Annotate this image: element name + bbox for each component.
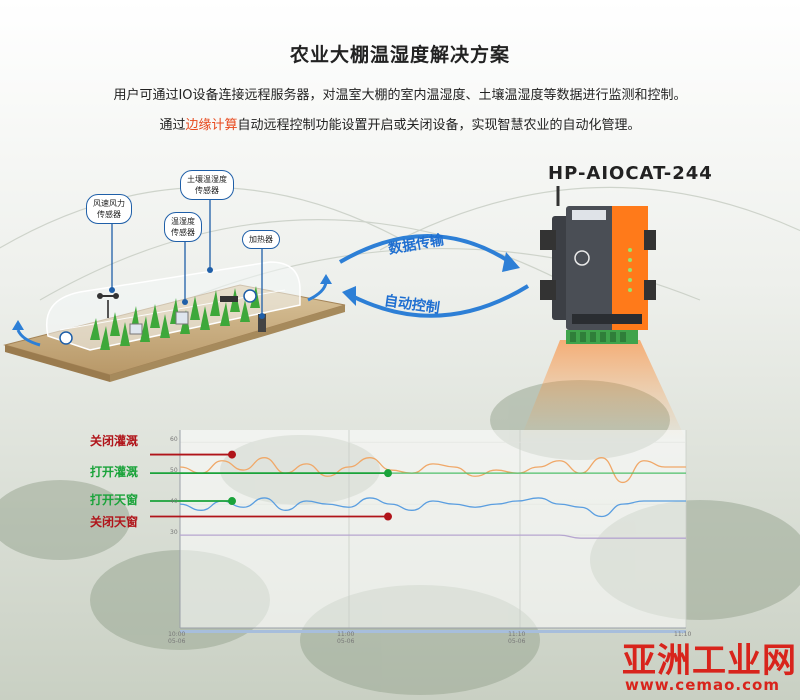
close-window-label: 关闭天窗 xyxy=(90,515,139,529)
y-tick-0: 60 xyxy=(170,436,178,443)
description-line1: 用户可通过IO设备连接远程服务器，对温室大棚的室内温湿度、土壤温湿度等数据进行监… xyxy=(113,88,687,103)
y-tick-2: 40 xyxy=(170,498,178,505)
temp-hum-sensor-callout: 温湿度 传感器 xyxy=(164,212,202,242)
x-tick-3: 11:10 xyxy=(674,631,692,638)
threshold-point-open_window xyxy=(228,497,236,506)
watermark-brand: 亚洲工业网 xyxy=(622,641,797,681)
threshold-point-close_irrigation xyxy=(228,450,236,459)
x-tick-0: 10:00 05-06 xyxy=(168,631,186,645)
series-line-2 xyxy=(180,534,686,539)
line2-prefix: 通过 xyxy=(159,118,186,133)
threshold-point-close_window xyxy=(384,512,392,521)
range-scrollbar xyxy=(180,630,686,633)
series-line-1 xyxy=(179,497,686,518)
open-irrigation-label: 打开灌溉 xyxy=(90,465,139,479)
watermark-url: www.cemao.com xyxy=(625,676,780,694)
line2-highlight: 边缘计算 xyxy=(185,118,238,133)
description-line2: 通过边缘计算自动远程控制功能设置开启或关闭设备，实现智慧农业的自动化管理。 xyxy=(0,114,800,133)
heater-callout: 加热器 xyxy=(242,230,280,249)
y-tick-1: 50 xyxy=(170,467,178,474)
line2-suffix: 自动远程控制功能设置开启或关闭设备，实现智慧农业的自动化管理。 xyxy=(237,118,641,133)
device-model-label: HP-AIOCAT-244 xyxy=(548,163,713,184)
close-irrigation-label: 关闭灌溉 xyxy=(90,434,139,448)
series-line-0 xyxy=(179,457,686,484)
y-tick-3: 30 xyxy=(170,529,178,536)
wind-sensor-callout: 风速风力 传感器 xyxy=(86,194,132,224)
threshold-point-open_irrigation xyxy=(384,469,392,478)
x-tick-2: 11:10 05-06 xyxy=(508,631,526,645)
x-tick-1: 11:00 05-06 xyxy=(337,631,355,645)
open-window-label: 打开天窗 xyxy=(90,493,139,507)
soil-sensor-callout: 土壤温湿度 传感器 xyxy=(180,170,234,200)
device-icon xyxy=(540,186,656,344)
plot-area xyxy=(180,430,686,628)
page-title: 农业大棚温湿度解决方案 xyxy=(289,44,510,66)
